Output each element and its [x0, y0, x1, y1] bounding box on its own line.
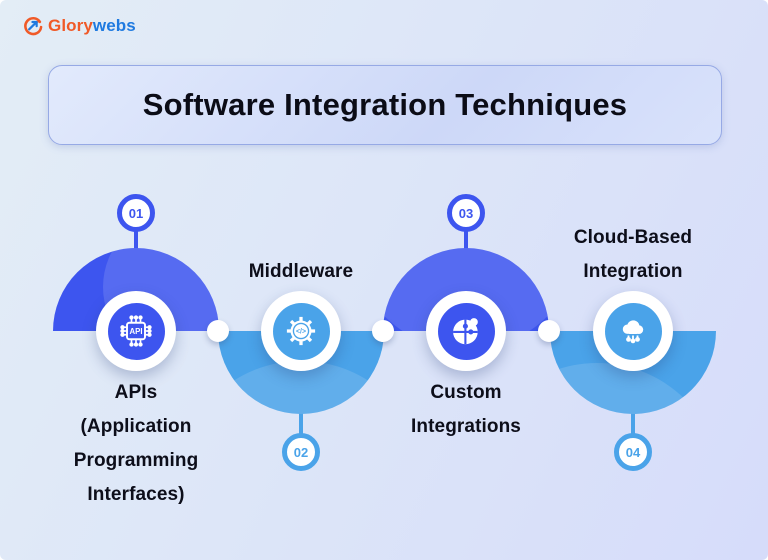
step-number-badge: 03 [447, 194, 485, 232]
item-label-custom-integrations: Custom Integrations [411, 382, 521, 437]
logo-word-glory: Glory [48, 16, 93, 35]
icon-badge-custom-integrations [426, 291, 506, 371]
icon-badge-apis: API [96, 291, 176, 371]
title-panel: Software Integration Techniques [48, 65, 722, 145]
page-title: Software Integration Techniques [142, 87, 628, 122]
item-label-cloud-integration: Cloud-Based Integration [573, 227, 693, 282]
cloud-network-icon [622, 320, 644, 344]
glorywebs-sync-arrow-icon [24, 17, 43, 36]
puzzle-pieces-icon [453, 318, 478, 345]
logo-wordmark: Glorywebs [48, 16, 136, 36]
logo-word-webs: webs [92, 16, 136, 35]
icon-badge-cloud-integration [593, 291, 673, 371]
api-chip-icon: API [120, 315, 152, 347]
timeline-junction-dot [538, 320, 560, 342]
connector-stem [299, 410, 303, 435]
connector-stem [464, 230, 468, 252]
icon-badge-middleware: </> [261, 291, 341, 371]
svg-text:</>: </> [296, 329, 306, 336]
item-label-middleware: Middleware [248, 261, 354, 282]
step-number-badge: 01 [117, 194, 155, 232]
svg-text:API: API [130, 327, 143, 336]
item-label-apis: APIs (Application Programming Interfaces… [73, 382, 199, 505]
gear-code-icon: </> [286, 316, 316, 346]
step-number-badge: 02 [282, 433, 320, 471]
timeline-junction-dot [207, 320, 229, 342]
timeline-junction-dot [372, 320, 394, 342]
connector-stem [631, 410, 635, 435]
connector-stem [134, 230, 138, 252]
step-number-badge: 04 [614, 433, 652, 471]
glorywebs-logo[interactable]: Glorywebs [22, 15, 136, 37]
